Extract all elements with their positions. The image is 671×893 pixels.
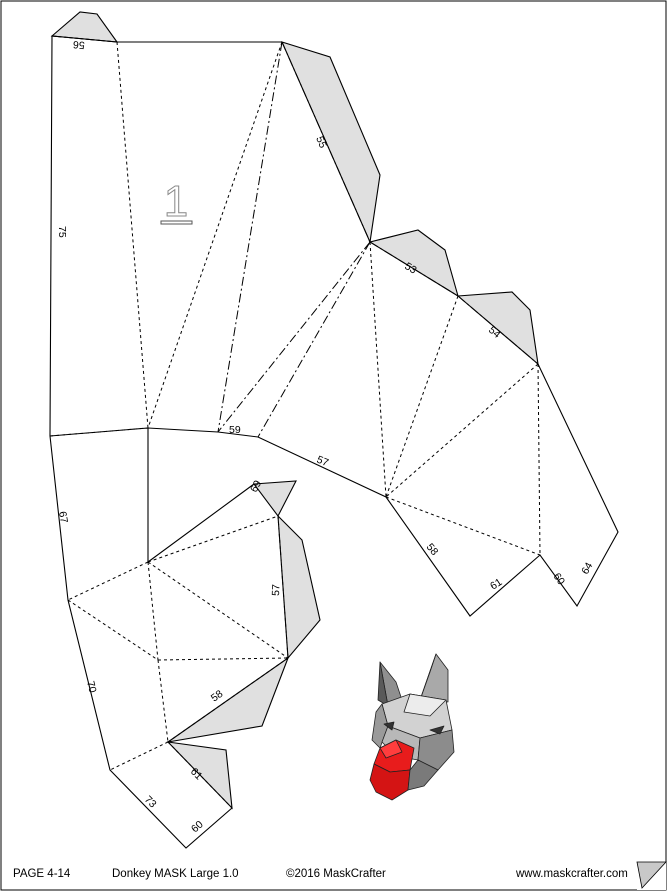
valley-fold	[369, 241, 387, 498]
cut-line-inner	[49, 427, 387, 498]
edge-number: 61	[488, 576, 504, 593]
valley-fold	[167, 657, 289, 743]
edge-number: 57	[270, 584, 282, 596]
edge-number: 53	[402, 260, 418, 276]
mountain-fold	[281, 41, 371, 243]
footer-url-link[interactable]: www.maskcrafter.com	[516, 868, 628, 880]
footer-title: Donkey MASK Large 1.0	[112, 868, 239, 880]
edge-number: 73	[142, 794, 159, 811]
glue-tab-69	[252, 480, 297, 518]
edge-number: 70	[84, 680, 99, 694]
left-eye	[383, 721, 395, 731]
page-curl-flap	[636, 861, 667, 889]
mountain-fold	[369, 241, 459, 297]
left-ear-inner	[377, 661, 389, 707]
glue-tab-57	[277, 514, 321, 660]
part-number: 1	[164, 177, 188, 226]
mountain-fold	[217, 241, 371, 433]
valley-fold	[147, 561, 159, 661]
edge-number: 75	[56, 226, 68, 238]
muzzle-highlight	[379, 739, 403, 759]
valley-fold	[147, 561, 289, 659]
muzzle-shadow	[407, 759, 439, 791]
edge-number: 56	[72, 38, 85, 51]
edge-number: 67	[56, 510, 70, 524]
valley-fold	[147, 515, 279, 563]
part-number-label: 1	[160, 177, 193, 227]
donkey-mask-preview-icon	[369, 653, 455, 801]
mountain-fold	[257, 241, 371, 438]
right-eye	[429, 725, 445, 735]
page-curl-icon	[636, 861, 667, 890]
mountain-folds	[51, 35, 539, 438]
valley-fold	[49, 427, 149, 437]
edge-number: 69	[248, 478, 264, 494]
valley-fold	[385, 496, 541, 556]
valley-fold	[537, 363, 541, 556]
valley-fold	[157, 659, 169, 743]
valley-fold	[385, 295, 459, 498]
valley-fold	[385, 363, 539, 498]
cut-line-right	[385, 363, 619, 617]
valley-fold	[116, 41, 149, 429]
valley-fold	[67, 599, 159, 661]
mountain-fold	[51, 35, 118, 43]
edge-number: 58	[424, 541, 441, 558]
glue-tab-56	[50, 11, 119, 43]
head-right	[417, 729, 455, 771]
valley-fold	[147, 41, 283, 429]
cut-line-lower	[147, 428, 255, 564]
glue-tabs	[50, 11, 539, 810]
edge-numbers: 56 55 75 53 54 59 57 67 58 61 60 64 69 5…	[56, 38, 596, 835]
edge-number: 57	[315, 454, 330, 470]
valley-fold	[109, 741, 169, 771]
valley-folds	[49, 41, 541, 809]
right-ear-inner	[419, 653, 437, 701]
edge-number: 58	[209, 688, 226, 705]
face-light	[403, 693, 447, 717]
footer-page-number: PAGE 4-14	[13, 868, 71, 880]
edge-number: 59	[229, 424, 241, 436]
valley-fold	[67, 561, 149, 601]
muzzle-bottom	[369, 763, 411, 801]
mountain-fold	[217, 41, 283, 433]
edge-number: 64	[579, 560, 595, 576]
glue-tab-55	[281, 41, 381, 244]
footer-copyright: ©2016 MaskCrafter	[286, 868, 386, 880]
mountain-fold	[457, 295, 539, 365]
part-number-underline	[160, 220, 193, 225]
edge-number: 55	[313, 135, 329, 150]
valley-fold	[157, 657, 289, 661]
